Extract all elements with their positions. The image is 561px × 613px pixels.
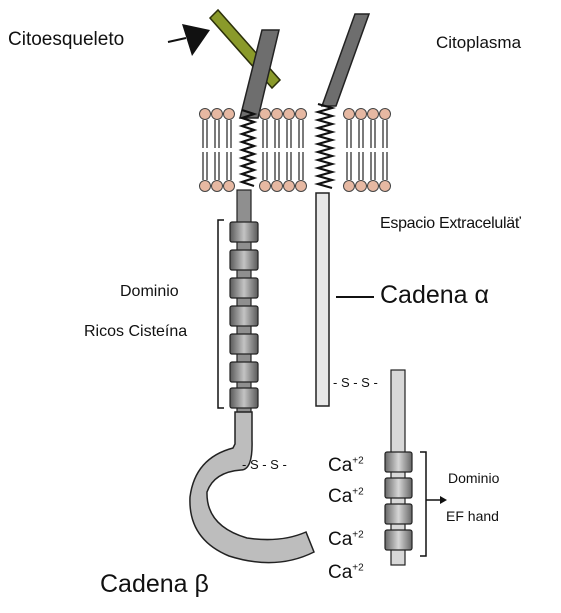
ef-hand-bead bbox=[385, 530, 412, 550]
calcium-charge: +2 bbox=[352, 563, 363, 574]
disulfide-bond-label-alpha: - S - S - bbox=[333, 376, 378, 389]
cysteine-rich-bead bbox=[230, 278, 258, 298]
lipid-head bbox=[200, 109, 211, 120]
lipid-head bbox=[380, 109, 391, 120]
lipid-head bbox=[224, 109, 235, 120]
ef-hand-domain bbox=[385, 370, 412, 565]
calcium-symbol: Ca bbox=[328, 529, 352, 550]
cysteine-rich-bead bbox=[230, 388, 258, 408]
alpha-chain-cytoplasmic-tail bbox=[322, 14, 369, 106]
lipid-head bbox=[368, 109, 379, 120]
lipid-head bbox=[380, 181, 391, 192]
ef-hand-bead bbox=[385, 478, 412, 498]
cadena-alpha-label: Cadena α bbox=[380, 283, 489, 308]
cadena-beta-label: Cadena β bbox=[100, 572, 209, 597]
lipid-head bbox=[344, 109, 355, 120]
lipid-head bbox=[356, 181, 367, 192]
alpha-transmembrane-helix bbox=[318, 104, 332, 188]
cysteine-rich-bead bbox=[230, 362, 258, 382]
lipid-head bbox=[356, 109, 367, 120]
citoplasma-label: Citoplasma bbox=[436, 34, 521, 51]
lipid-head bbox=[284, 181, 295, 192]
ef-domain-arrow bbox=[426, 496, 447, 504]
dominio-cys-label-line2: Ricos Cisteína bbox=[84, 324, 187, 340]
cysteine-domain-bracket bbox=[218, 220, 224, 408]
beta-chain-cysteine-rich-domain bbox=[230, 190, 258, 415]
calcium-symbol: Ca bbox=[328, 486, 352, 507]
ef-hand-bead bbox=[385, 452, 412, 472]
lipid-head bbox=[224, 181, 235, 192]
ef-domain-bracket bbox=[420, 452, 426, 556]
cytoskeleton-pointer-arrow bbox=[168, 24, 210, 56]
beta-chain-hook bbox=[190, 412, 314, 563]
calcium-ion-label: Ca+2 bbox=[328, 487, 364, 506]
dominio-cys-label-line1: Dominio bbox=[120, 284, 179, 300]
ef-hand-bead bbox=[385, 504, 412, 524]
espacio-extracelular-label: Espacio Extraceluläť bbox=[380, 216, 521, 232]
lipid-head bbox=[368, 181, 379, 192]
cysteine-rich-bead bbox=[230, 250, 258, 270]
cysteine-rich-bead bbox=[230, 306, 258, 326]
lipid-head bbox=[296, 181, 307, 192]
cysteine-rich-bead bbox=[230, 334, 258, 354]
lipid-bilayer bbox=[200, 109, 391, 192]
lipid-head bbox=[200, 181, 211, 192]
lipid-head bbox=[272, 109, 283, 120]
lipid-head bbox=[272, 181, 283, 192]
disulfide-bond-label-beta: - S - S - bbox=[242, 458, 287, 471]
cysteine-rich-bead bbox=[230, 222, 258, 242]
lipid-head bbox=[260, 109, 271, 120]
lipid-head bbox=[284, 109, 295, 120]
dominio-ef-label-line1: Dominio bbox=[448, 471, 499, 485]
calcium-ion-label: Ca+2 bbox=[328, 563, 364, 582]
calcium-charge: +2 bbox=[352, 530, 363, 541]
dominio-ef-label-line2: EF hand bbox=[446, 509, 499, 523]
lipid-head bbox=[344, 181, 355, 192]
lipid-head bbox=[212, 109, 223, 120]
beta-transmembrane-helix bbox=[242, 110, 254, 186]
lipid-head bbox=[260, 181, 271, 192]
calcium-ion-label: Ca+2 bbox=[328, 530, 364, 549]
lipid-head bbox=[296, 109, 307, 120]
calcium-charge: +2 bbox=[352, 456, 363, 467]
citoesqueleto-label: Citoesqueleto bbox=[8, 30, 124, 49]
calcium-symbol: Ca bbox=[328, 562, 352, 583]
lipid-head bbox=[212, 181, 223, 192]
alpha-chain-extracellular-rod bbox=[316, 193, 329, 406]
calcium-symbol: Ca bbox=[328, 455, 352, 476]
calcium-charge: +2 bbox=[352, 487, 363, 498]
calcium-ion-label: Ca+2 bbox=[328, 456, 364, 475]
